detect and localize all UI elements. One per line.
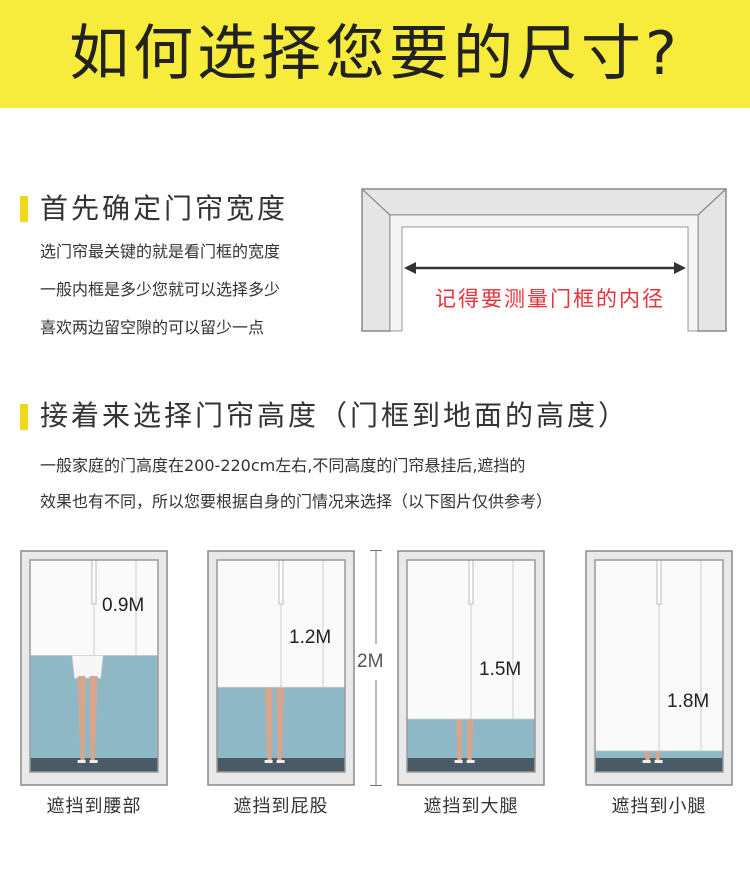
curtain-strip (656, 559, 662, 605)
floor (595, 758, 723, 772)
width-text-line-3: 喜欢两边留空隙的可以留少一点 (40, 318, 265, 337)
left-shoe (77, 760, 86, 763)
inner-frame (216, 559, 346, 773)
door-illustration (397, 550, 545, 786)
right-leg (89, 676, 98, 762)
page-title: 如何选择您要的尺寸? (69, 19, 681, 89)
floor (217, 758, 345, 772)
floor (30, 758, 158, 772)
left-shoe (454, 760, 463, 763)
height-text-line-2: 效果也有不同，所以您要根据自身的门情况来选择（以下图片仅供参考） (40, 492, 553, 511)
door-tile-2: 1.2M (207, 550, 355, 786)
curtain-height-label: 1.5M (479, 659, 522, 680)
width-text-line-1: 选门帘最关键的就是看门框的宽度 (40, 242, 281, 261)
left-leg (77, 676, 86, 762)
section-marker-height (20, 404, 28, 430)
left-shoe (642, 760, 651, 763)
inner-frame (594, 559, 724, 773)
curtain-height-label: 1.2M (289, 627, 332, 649)
right-shoe (89, 760, 98, 763)
scale-2m-label: 2M (357, 651, 384, 672)
inner-frame (29, 559, 159, 773)
curtain-height-label: 1.8M (667, 690, 710, 712)
door-tile-3: 1.5M (397, 550, 545, 786)
door-illustration (207, 550, 355, 786)
door-tile-4: 1.8M (585, 550, 733, 786)
height-scale-bar (370, 550, 382, 786)
right-shoe (276, 760, 285, 763)
section-marker-width (20, 196, 28, 222)
left-leg (264, 676, 273, 762)
door-tile-1: 0.9M (20, 550, 168, 786)
door-frame-diagram (361, 188, 727, 332)
door-caption-4: 遮挡到小腿 (611, 796, 707, 817)
floor (407, 758, 535, 772)
right-shoe (466, 760, 475, 763)
curtain-strip (278, 559, 284, 605)
door-caption-3: 遮挡到大腿 (423, 796, 519, 817)
title-banner: 如何选择您要的尺寸? (0, 0, 750, 108)
height-text-line-1: 一般家庭的门高度在200-220cm左右,不同高度的门帘悬挂后,遮挡的 (40, 456, 526, 475)
door-illustration (585, 550, 733, 786)
section-title-width: 首先确定门帘宽度 (40, 192, 289, 225)
right-leg (276, 676, 285, 762)
inner-frame (406, 559, 536, 773)
width-text-line-2: 一般内框是多少您就可以选择多少 (40, 280, 281, 299)
right-shoe (654, 760, 663, 763)
curtain-strip (468, 559, 474, 605)
door-caption-1: 遮挡到腰部 (46, 796, 142, 817)
door-illustration (20, 550, 168, 786)
frame-measure-label: 记得要测量门框的内径 (435, 287, 665, 311)
curtain-height-label: 0.9M (102, 595, 145, 617)
left-shoe (264, 760, 273, 763)
section-title-height: 接着来选择门帘高度（门框到地面的高度） (40, 399, 630, 432)
curtain-strip (91, 559, 97, 605)
door-caption-2: 遮挡到屁股 (233, 796, 329, 817)
